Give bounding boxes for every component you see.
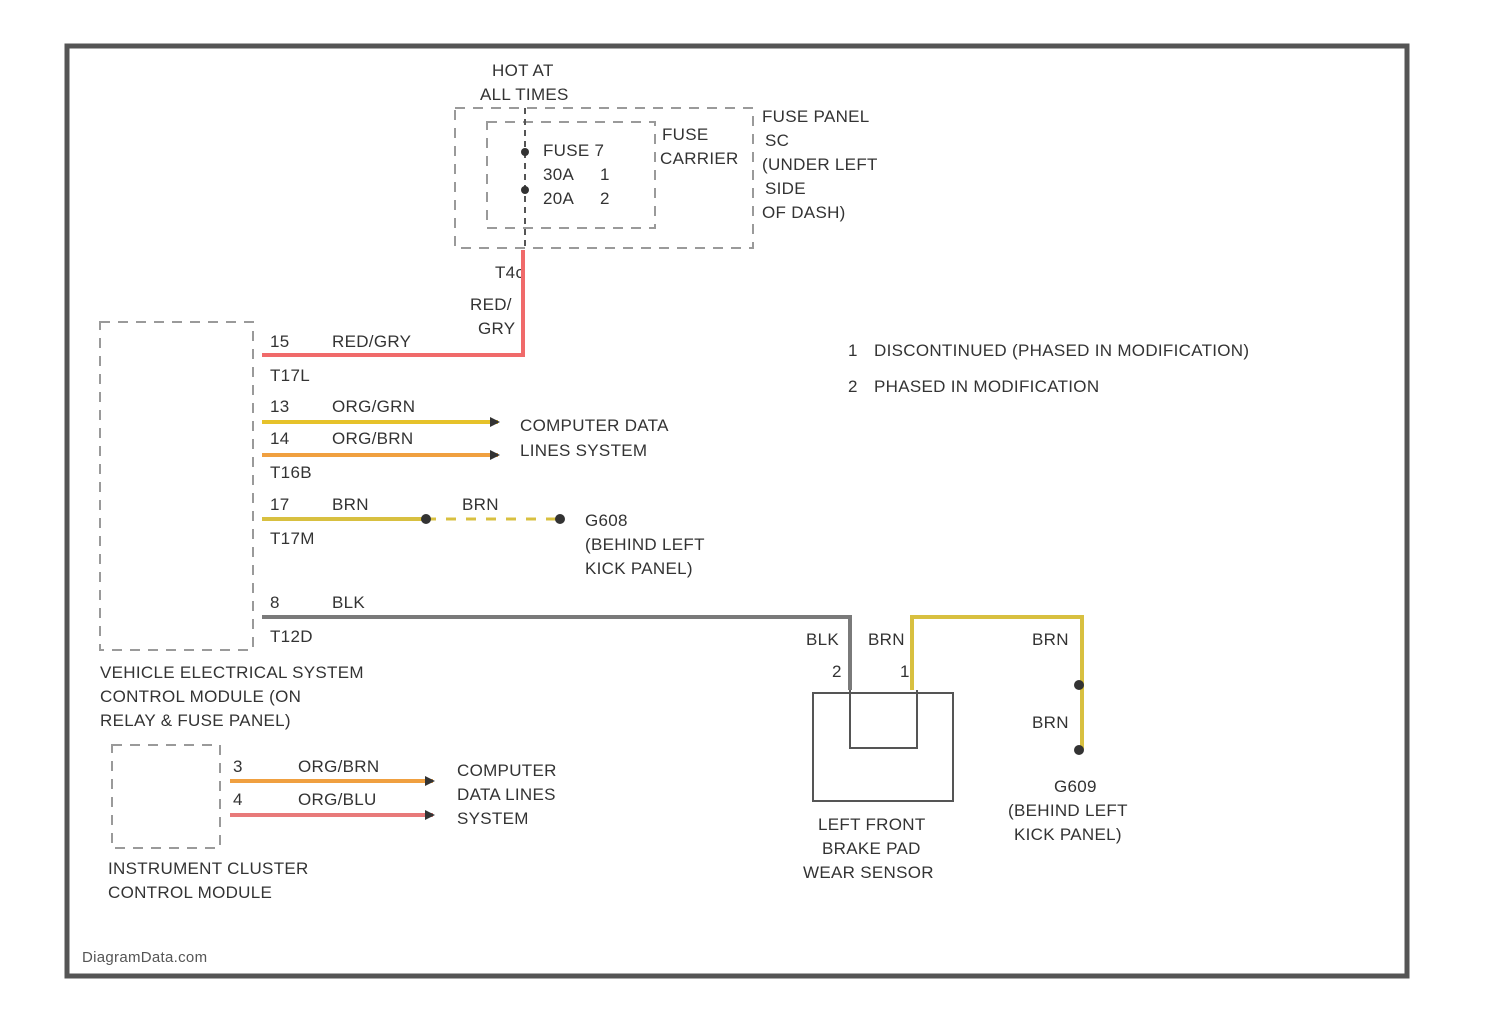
wire-17-pin: 17 <box>270 495 290 514</box>
cluster-pin-2: 4 <box>233 790 243 809</box>
fuse-variant-1: 1 <box>600 165 610 184</box>
sensor-splice-dot <box>1074 680 1084 690</box>
all-times-label: ALL TIMES <box>480 85 569 104</box>
fuse-panel-label-3: (UNDER LEFT <box>762 155 878 174</box>
vesc-cdl-label-2: LINES SYSTEM <box>520 441 647 460</box>
brand-watermark: DiagramData.com <box>82 949 207 966</box>
fuse-terminal-top <box>521 148 529 156</box>
sensor-name-2: BRAKE PAD <box>822 839 921 858</box>
fuse-number: FUSE 7 <box>543 141 604 160</box>
wire-15-connector: T17L <box>270 366 310 385</box>
ground-left-label-3: KICK PANEL) <box>585 559 693 578</box>
fuse-panel-label-2: SC <box>765 131 789 150</box>
ground-dot-right <box>1074 745 1084 755</box>
wire-8-connector: T12D <box>270 627 313 646</box>
fuse-variant-2: 2 <box>600 189 610 208</box>
ground-right-label-3: KICK PANEL) <box>1014 825 1122 844</box>
ground-right-label-1: G609 <box>1054 777 1097 796</box>
fuse-panel-label-1: FUSE PANEL <box>762 107 870 126</box>
note-1-text: DISCONTINUED (PHASED IN MODIFICATION) <box>874 341 1249 360</box>
wire-15-color: RED/GRY <box>332 332 411 351</box>
cluster-color-1: ORG/BRN <box>298 757 379 776</box>
wear-sensor-loop <box>850 690 917 748</box>
note-2-number: 2 <box>848 377 858 396</box>
splice-dot <box>421 514 431 524</box>
fuse-carrier-label-1: FUSE <box>662 125 709 144</box>
sensor-name-3: WEAR SENSOR <box>803 863 934 882</box>
cluster-cdl-label-3: SYSTEM <box>457 809 529 828</box>
cluster-color-2: ORG/BLU <box>298 790 377 809</box>
sensor-pin-1: 1 <box>900 662 910 681</box>
fuse-terminal-bottom <box>521 186 529 194</box>
sensor-pin-2: 2 <box>832 662 842 681</box>
wire-15-pin: 15 <box>270 332 290 351</box>
wire-14-color: ORG/BRN <box>332 429 413 448</box>
vesc-module-outline <box>100 322 253 650</box>
riser-color-label-1: RED/ <box>470 295 512 314</box>
ground-left-label-2: (BEHIND LEFT <box>585 535 705 554</box>
riser-color-label-2: GRY <box>478 319 515 338</box>
fuse-rating-2: 20A <box>543 189 575 208</box>
wire-8-color: BLK <box>332 593 365 612</box>
sensor-blk-label: BLK <box>806 630 839 649</box>
wire-brn-dashed-color: BRN <box>462 495 499 514</box>
cluster-cdl-label-2: DATA LINES <box>457 785 556 804</box>
wire-13-pin: 13 <box>270 397 290 416</box>
ground-left-label-1: G608 <box>585 511 628 530</box>
wire-14-pin: 14 <box>270 429 290 448</box>
note-1-number: 1 <box>848 341 858 360</box>
vesc-cdl-label-1: COMPUTER DATA <box>520 416 669 435</box>
ground-right-brn-top: BRN <box>1032 630 1069 649</box>
ground-right-brn-bottom: BRN <box>1032 713 1069 732</box>
cluster-cdl-label-1: COMPUTER <box>457 761 557 780</box>
vesc-name-2: CONTROL MODULE (ON <box>100 687 301 706</box>
cluster-name-2: CONTROL MODULE <box>108 883 272 902</box>
sensor-name-1: LEFT FRONT <box>818 815 926 834</box>
fuse-carrier-label-2: CARRIER <box>660 149 739 168</box>
vesc-name-3: RELAY & FUSE PANEL) <box>100 711 291 730</box>
ground-dot-left <box>555 514 565 524</box>
wire-17-connector: T17M <box>270 529 315 548</box>
wire-8-pin: 8 <box>270 593 280 612</box>
wire-17-color: BRN <box>332 495 369 514</box>
sensor-brn-label: BRN <box>868 630 905 649</box>
fuse-panel-label-4: SIDE <box>765 179 806 198</box>
fuse-panel-label-5: OF DASH) <box>762 203 846 222</box>
vesc-name-1: VEHICLE ELECTRICAL SYSTEM <box>100 663 364 682</box>
ground-right-label-2: (BEHIND LEFT <box>1008 801 1128 820</box>
hot-at-label: HOT AT <box>492 61 554 80</box>
diagram-frame <box>67 46 1407 976</box>
cluster-name-1: INSTRUMENT CLUSTER <box>108 859 309 878</box>
cluster-pin-1: 3 <box>233 757 243 776</box>
wire-14-connector: T16B <box>270 463 312 482</box>
wire-13-color: ORG/GRN <box>332 397 415 416</box>
note-2-text: PHASED IN MODIFICATION <box>874 377 1099 396</box>
fuse-rating-1: 30A <box>543 165 575 184</box>
cluster-module-outline <box>112 745 220 848</box>
riser-pin-label: T4c <box>495 263 524 282</box>
